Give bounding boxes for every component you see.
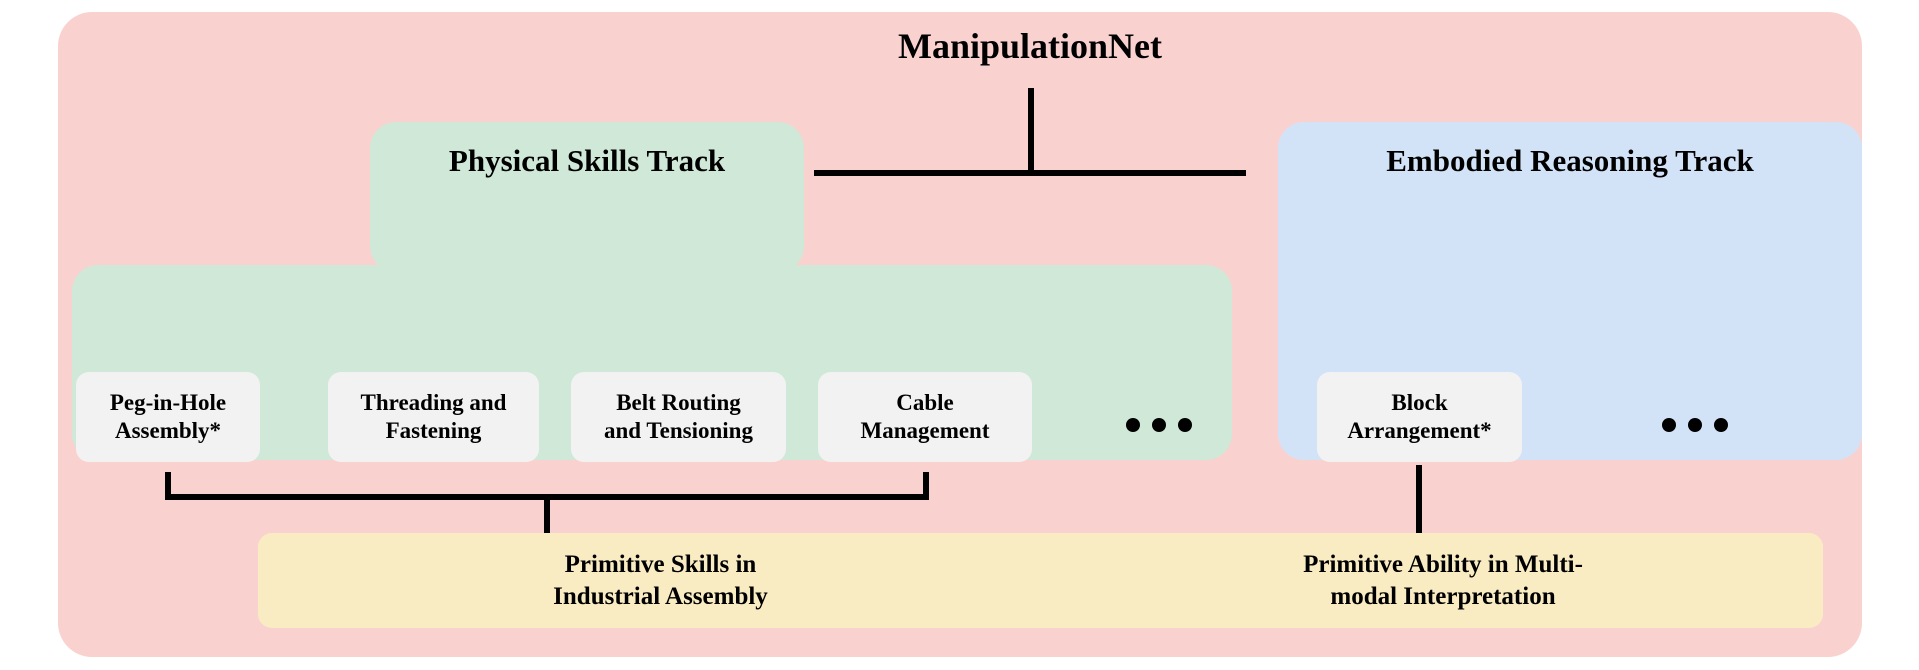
embodied-track-ellipsis-icon (1662, 418, 1728, 432)
ellipsis-dot (1688, 418, 1702, 432)
page-title: ManipulationNet (897, 26, 1163, 66)
physical-track-ellipsis-icon (1126, 418, 1192, 432)
ellipsis-dot (1178, 418, 1192, 432)
banner-multimodal-interpretation: Primitive Ability in Multi-modal Interpr… (1063, 533, 1823, 628)
ellipsis-dot (1714, 418, 1728, 432)
embodied-reasoning-track-title: Embodied Reasoning Track (1386, 143, 1754, 178)
ellipsis-dot (1662, 418, 1676, 432)
ellipsis-dot (1152, 418, 1166, 432)
ellipsis-dot (1126, 418, 1140, 432)
physical-skills-track-header-panel (370, 122, 804, 272)
physical-skills-track-title: Physical Skills Track (448, 143, 726, 178)
